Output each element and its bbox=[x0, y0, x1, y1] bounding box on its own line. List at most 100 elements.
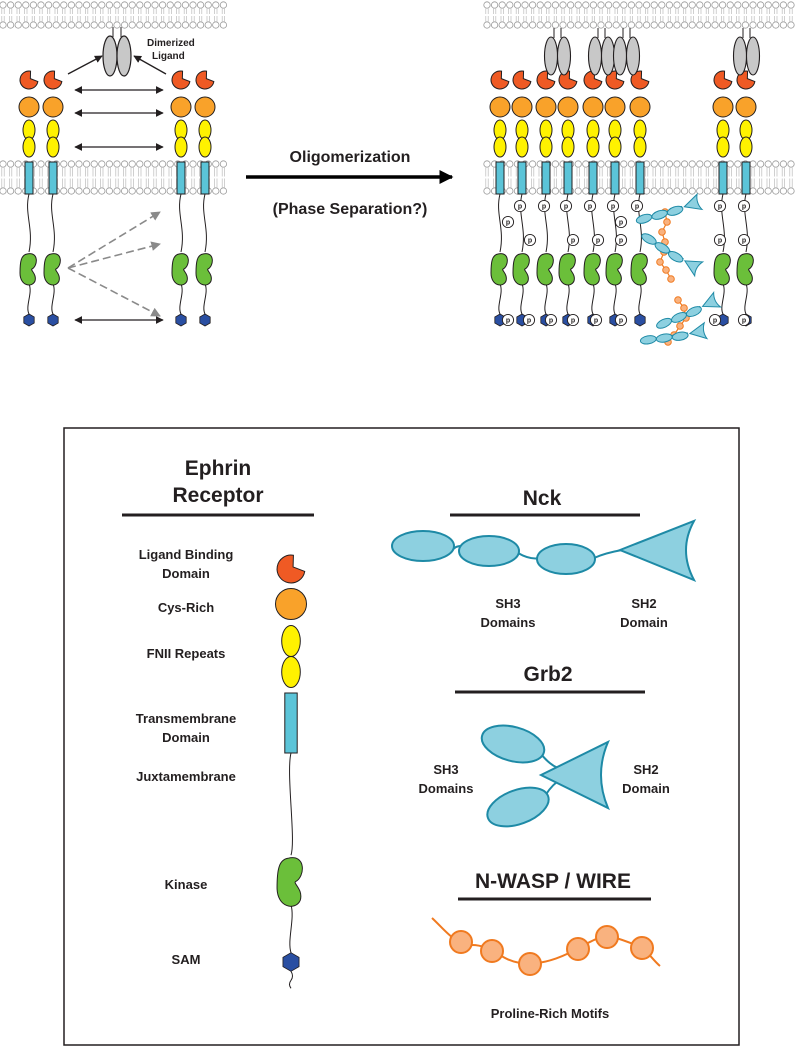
dimerized-ligand bbox=[587, 28, 616, 76]
proline-rich-label: Proline-Rich Motifs bbox=[491, 1006, 609, 1021]
right-upper-membrane bbox=[483, 1, 795, 29]
phospho-site: p bbox=[537, 199, 551, 213]
fnii-repeat bbox=[539, 136, 553, 158]
nck-sh3-label-1: SH3 bbox=[495, 596, 520, 611]
fnii-repeat bbox=[633, 136, 647, 158]
cys-rich-domain bbox=[557, 96, 579, 118]
nwasp-protein bbox=[431, 917, 661, 976]
cys-rich-domain bbox=[712, 96, 734, 118]
sam-domain bbox=[199, 313, 211, 327]
kinase-domain bbox=[171, 253, 189, 286]
ligand-binding-domain bbox=[736, 70, 756, 90]
ligand-binding-label-1: Ligand Binding bbox=[139, 547, 234, 562]
phospho-site: p bbox=[614, 215, 628, 229]
phospho-site: p bbox=[559, 199, 573, 213]
fnii-label: FNII Repeats bbox=[147, 646, 226, 661]
kinase-domain bbox=[195, 253, 213, 286]
phospho-site: p bbox=[606, 199, 620, 213]
fnii-repeat bbox=[608, 136, 622, 158]
cys-rich-domain bbox=[18, 96, 40, 118]
phospho-site: p bbox=[713, 199, 727, 213]
nck-protein bbox=[391, 519, 697, 582]
dimerized-ligand bbox=[543, 28, 572, 76]
svg-text:p: p bbox=[518, 204, 522, 211]
ligand-binding-label-2: Domain bbox=[162, 566, 210, 581]
svg-text:p: p bbox=[619, 238, 623, 245]
phospho-site: p bbox=[501, 215, 515, 229]
kinase-domain bbox=[736, 253, 754, 286]
left-lower-membrane bbox=[0, 160, 227, 195]
transmembrane-domain bbox=[741, 161, 751, 195]
nck-sh3-label-2: Domains bbox=[481, 615, 536, 630]
phospho-site: p bbox=[589, 313, 603, 327]
transmembrane-domain bbox=[495, 161, 505, 195]
svg-text:p: p bbox=[619, 318, 623, 325]
ligand-binding-domain bbox=[276, 554, 306, 584]
ligand-binding-domain bbox=[43, 70, 63, 90]
phospho-site: p bbox=[566, 233, 580, 247]
nck-adaptor bbox=[656, 290, 722, 329]
legend-box bbox=[63, 427, 740, 1046]
grb2-sh3-label-2: Domains bbox=[419, 781, 474, 796]
cys-rich-label: Cys-Rich bbox=[158, 600, 214, 615]
nck-sh2-label-2: Domain bbox=[620, 615, 668, 630]
svg-text:p: p bbox=[619, 220, 623, 227]
phospho-site: p bbox=[630, 199, 644, 213]
fnii-repeat bbox=[174, 136, 188, 158]
kinase-domain bbox=[536, 253, 554, 286]
kinase-label: Kinase bbox=[165, 877, 208, 892]
ligand-binding-domain bbox=[536, 70, 556, 90]
cys-rich-domain bbox=[629, 96, 651, 118]
receptor bbox=[42, 70, 64, 327]
nck-sh2-label-1: SH2 bbox=[631, 596, 656, 611]
phospho-site: p bbox=[523, 233, 537, 247]
ephrin-title-line1: Ephrin bbox=[185, 457, 252, 480]
ligand-binding-domain bbox=[490, 70, 510, 90]
oligomerization-label: Oligomerization bbox=[290, 149, 411, 166]
fnii-repeat bbox=[586, 136, 600, 158]
svg-text:p: p bbox=[542, 204, 546, 211]
transmembrane-domain bbox=[176, 161, 186, 195]
cys-rich-domain bbox=[511, 96, 533, 118]
phospho-site: p bbox=[708, 313, 722, 327]
nwasp-title: N-WASP / WIRE bbox=[475, 870, 631, 893]
svg-text:p: p bbox=[742, 238, 746, 245]
cys-rich-domain bbox=[170, 96, 192, 118]
cys-rich-domain bbox=[582, 96, 604, 118]
ligand-binding-domain bbox=[512, 70, 532, 90]
svg-text:p: p bbox=[611, 204, 615, 211]
phase-separation-label: (Phase Separation?) bbox=[273, 201, 428, 218]
phospho-site: p bbox=[713, 233, 727, 247]
grb2-protein bbox=[480, 724, 610, 828]
kinase-domain bbox=[583, 253, 601, 286]
receptor bbox=[18, 70, 40, 327]
svg-text:p: p bbox=[549, 318, 553, 325]
transmembrane-domain bbox=[635, 161, 645, 195]
phospho-site: p bbox=[737, 233, 751, 247]
cys-rich-domain bbox=[275, 588, 307, 620]
phospho-site: p bbox=[583, 199, 597, 213]
nck-adaptor bbox=[639, 321, 709, 345]
svg-text:p: p bbox=[596, 238, 600, 245]
nck-title: Nck bbox=[523, 487, 562, 510]
dimerized-ligand bbox=[102, 27, 132, 77]
kinase-domain bbox=[43, 253, 61, 286]
svg-text:p: p bbox=[713, 318, 717, 325]
svg-text:p: p bbox=[506, 220, 510, 227]
receptor bbox=[194, 70, 216, 327]
transmembrane-domain bbox=[563, 161, 573, 195]
svg-text:p: p bbox=[564, 204, 568, 211]
sam-domain bbox=[23, 313, 35, 327]
fnii-repeat bbox=[515, 136, 529, 158]
receptor bbox=[535, 70, 557, 327]
receptor bbox=[604, 70, 626, 327]
phospho-site: p bbox=[591, 233, 605, 247]
kinase-domain bbox=[512, 253, 530, 286]
ligand-binding-domain bbox=[630, 70, 650, 90]
fnii-repeat bbox=[198, 136, 212, 158]
sam-domain bbox=[175, 313, 187, 327]
kinase-domain bbox=[558, 253, 576, 286]
phospho-site: p bbox=[737, 313, 751, 327]
receptor bbox=[629, 70, 651, 327]
receptor bbox=[489, 70, 511, 327]
